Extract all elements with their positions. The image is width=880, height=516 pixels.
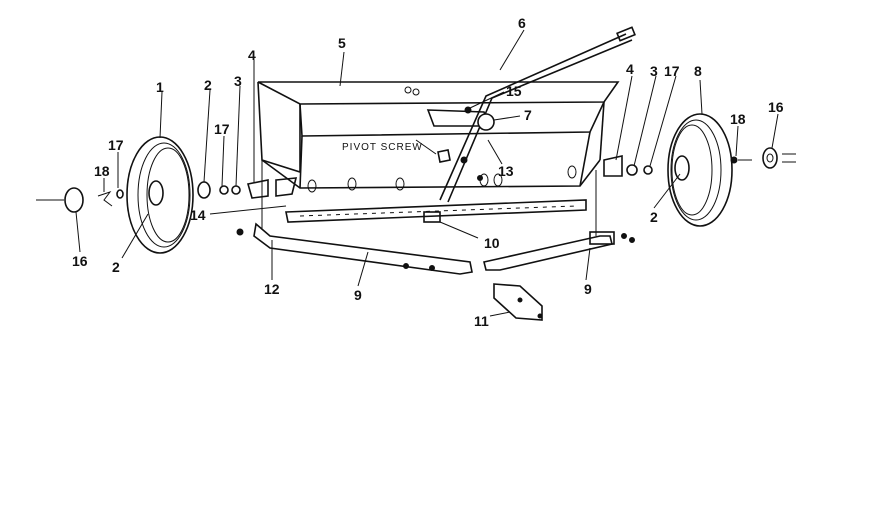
part-label: 4	[626, 61, 634, 77]
part-label: 1	[156, 79, 164, 95]
part-label: 8	[694, 63, 702, 79]
part-labels: 1 2 3 4 5 6 15 7 4 3 17 8 16 18 17 17 18…	[72, 15, 784, 329]
part-label: 2	[650, 209, 658, 225]
flow-plate	[285, 199, 587, 223]
part-label: 9	[584, 281, 592, 297]
bracket	[493, 283, 543, 321]
right-hardware	[603, 147, 796, 243]
part-label: 12	[264, 281, 280, 297]
part-label: 16	[768, 99, 784, 115]
part-label: 11	[474, 313, 489, 329]
part-label: 9	[354, 287, 362, 303]
wheel-left	[126, 136, 194, 254]
pivot-screw-hardware	[403, 149, 483, 271]
part-label: 18	[94, 163, 110, 179]
part-label: 16	[72, 253, 88, 269]
part-label: 17	[108, 137, 124, 153]
part-label: 10	[484, 235, 500, 251]
leader-lines	[75, 29, 779, 317]
part-label: 6	[518, 15, 526, 31]
control-plate	[404, 86, 495, 131]
hopper	[257, 81, 620, 236]
pivot-screw-callout: PIVOT SCREW	[342, 142, 423, 153]
part-label: 17	[214, 121, 230, 137]
part-label: 2	[112, 259, 120, 275]
part-label: 18	[730, 111, 746, 127]
left-hardware	[36, 177, 298, 236]
part-label: 3	[650, 63, 658, 79]
wheel-right	[667, 113, 733, 227]
part-label: 7	[524, 107, 532, 123]
part-label: 17	[664, 63, 680, 79]
part-label: 4	[248, 47, 256, 63]
part-label: 5	[338, 35, 346, 51]
part-label: 2	[204, 77, 212, 93]
part-label: 3	[234, 73, 242, 89]
part-label: 14	[190, 207, 206, 223]
arm-right	[483, 231, 615, 271]
part-label: 15	[506, 83, 522, 99]
arm-left	[253, 222, 473, 275]
part-label: 13	[498, 163, 514, 179]
